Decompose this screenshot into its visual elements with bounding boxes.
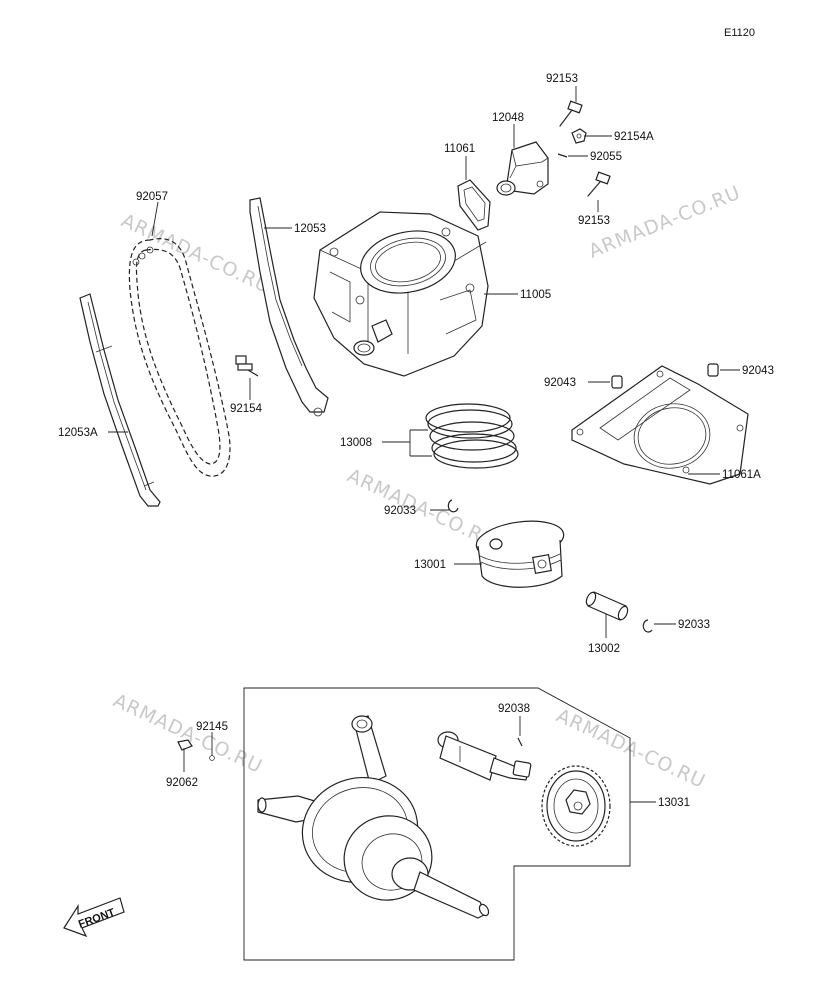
key-92038-icon[interactable]: [517, 737, 523, 747]
cylinder-11005-icon[interactable]: [313, 211, 489, 377]
label-92145[interactable]: 92145: [196, 721, 228, 733]
gasket-11061-icon[interactable]: [457, 179, 491, 231]
bolt-92154-icon[interactable]: [235, 355, 259, 377]
label-92043-left[interactable]: 92043: [544, 377, 576, 389]
watermark-1: ARMADA-CO.RU: [118, 210, 274, 298]
part-labels: 92153 92154A 92055 12048 11061 92153 920…: [58, 73, 774, 809]
chain-guide-12053-icon[interactable]: [249, 197, 329, 417]
gasket-11061a-icon[interactable]: [571, 365, 749, 485]
crankshaft-13031-icon[interactable]: [257, 715, 490, 919]
chain-guide-12053a-icon[interactable]: [79, 293, 161, 507]
tensioner-12048-icon[interactable]: [496, 141, 549, 196]
bolt-92153-top-icon[interactable]: [559, 100, 583, 127]
label-12048[interactable]: 12048: [492, 112, 524, 124]
label-13031[interactable]: 13031: [658, 797, 690, 809]
label-92033-left[interactable]: 92033: [384, 505, 416, 517]
label-92043-right[interactable]: 92043: [742, 365, 774, 377]
pin-92055-icon[interactable]: [557, 153, 568, 158]
bolt-92153-lower-icon[interactable]: [587, 171, 611, 197]
label-12053a[interactable]: 12053A: [58, 427, 98, 439]
label-11061[interactable]: 11061: [444, 143, 475, 155]
piston-pin-13002-icon[interactable]: [584, 591, 629, 621]
label-92062[interactable]: 92062: [166, 777, 198, 789]
label-92154[interactable]: 92154: [230, 403, 263, 415]
watermark-4: ARMADA-CO.RU: [110, 690, 266, 778]
label-92057[interactable]: 92057: [136, 191, 168, 203]
watermark-3: ARMADA-CO.RU: [344, 465, 500, 553]
label-13008[interactable]: 13008: [340, 437, 372, 449]
balancer-gear-icon[interactable]: [541, 765, 611, 847]
label-92153-lower[interactable]: 92153: [578, 215, 610, 227]
label-12053[interactable]: 12053: [294, 223, 326, 235]
piston-13001-icon[interactable]: [474, 516, 566, 588]
label-92153-top[interactable]: 92153: [546, 73, 578, 85]
balancer-shaft-icon[interactable]: [437, 731, 532, 781]
dowel-pin-92043-right-icon[interactable]: [707, 363, 719, 377]
label-13001[interactable]: 13001: [414, 559, 446, 571]
label-11005[interactable]: 11005: [520, 289, 551, 301]
cam-chain-92057-icon[interactable]: [128, 238, 231, 477]
clip-92033-right-icon[interactable]: [642, 619, 653, 633]
piston-rings-13008-icon[interactable]: [425, 403, 519, 469]
label-13002[interactable]: 13002: [588, 643, 620, 655]
leader-lines: [108, 86, 740, 803]
bolt-92154a-icon[interactable]: [571, 128, 587, 144]
label-92033-right[interactable]: 92033: [678, 619, 710, 631]
diagram-code: E1120: [724, 27, 755, 39]
label-92038[interactable]: 92038: [498, 703, 530, 715]
crankshaft-group-outline: [243, 687, 631, 961]
label-11061a[interactable]: 11061A: [722, 469, 761, 481]
key-92062-icon[interactable]: [177, 739, 193, 751]
label-92055[interactable]: 92055: [590, 151, 622, 163]
label-92154a[interactable]: 92154A: [614, 131, 654, 143]
dowel-pin-92043-left-icon[interactable]: [611, 375, 623, 389]
front-arrow-icon: FRONT: [63, 897, 125, 938]
